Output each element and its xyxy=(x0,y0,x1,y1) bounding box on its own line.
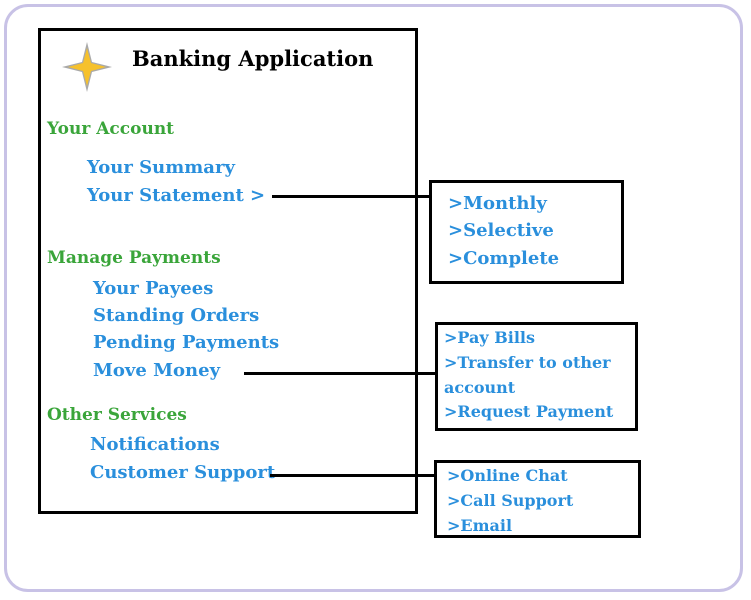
outer-frame xyxy=(4,4,743,592)
menu-item-notifications[interactable]: Notifications xyxy=(90,434,220,455)
menu-item-pending-payments[interactable]: Pending Payments xyxy=(93,332,280,353)
section-your-account: Your Account xyxy=(47,119,175,139)
submenu-item-monthly[interactable]: >Monthly xyxy=(448,193,547,214)
statement-submenu xyxy=(429,180,624,284)
main-menu-panel xyxy=(38,28,418,514)
menu-item-your-payees[interactable]: Your Payees xyxy=(93,278,214,299)
submenu-item-complete[interactable]: >Complete xyxy=(448,248,560,269)
connector-statement xyxy=(272,195,431,198)
submenu-item-call-support[interactable]: >Call Support xyxy=(447,491,574,510)
move-money-submenu xyxy=(435,322,638,431)
support-submenu xyxy=(434,460,641,538)
submenu-item-selective[interactable]: >Selective xyxy=(448,220,554,241)
section-other-services: Other Services xyxy=(47,405,187,425)
section-manage-payments: Manage Payments xyxy=(47,248,221,268)
connector-support xyxy=(270,474,435,477)
menu-item-standing-orders[interactable]: Standing Orders xyxy=(93,305,260,326)
submenu-item-transfer[interactable]: >Transfer to other xyxy=(444,353,611,372)
submenu-item-request-payment[interactable]: >Request Payment xyxy=(444,402,614,421)
four-point-star-icon xyxy=(62,42,112,92)
menu-item-customer-support[interactable]: Customer Support xyxy=(90,462,276,483)
menu-item-your-statement[interactable]: Your Statement > xyxy=(87,185,266,206)
submenu-item-email[interactable]: >Email xyxy=(447,516,513,535)
menu-item-your-summary[interactable]: Your Summary xyxy=(87,157,235,178)
submenu-item-pay-bills[interactable]: >Pay Bills xyxy=(444,328,536,347)
connector-move-money xyxy=(244,372,436,375)
menu-item-move-money[interactable]: Move Money xyxy=(93,360,221,381)
submenu-item-transfer-cont: account xyxy=(444,378,516,397)
app-title: Banking Application xyxy=(132,46,374,71)
submenu-item-online-chat[interactable]: >Online Chat xyxy=(447,466,568,485)
